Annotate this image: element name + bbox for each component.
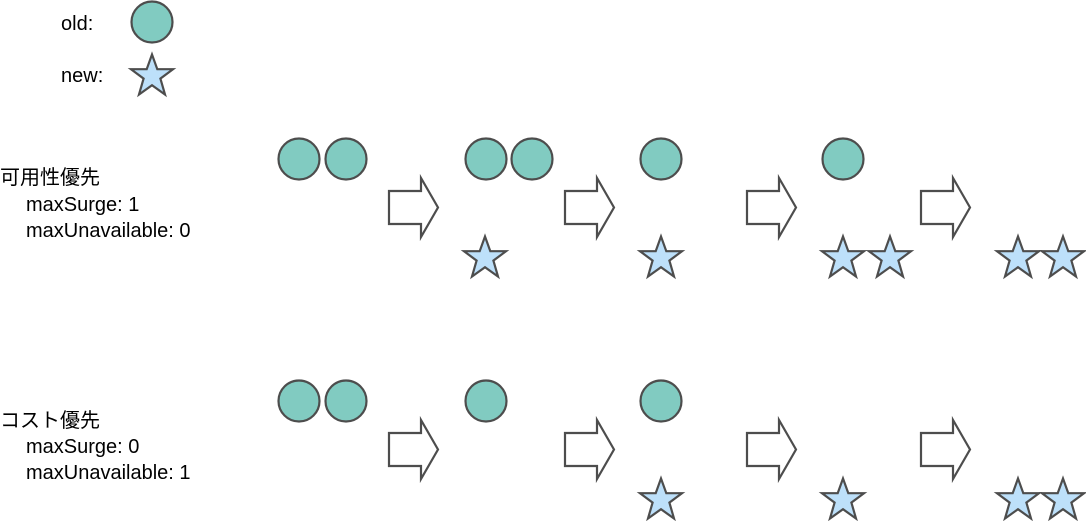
arrow-right-icon xyxy=(919,176,972,239)
legend-old-circle-icon xyxy=(130,0,174,44)
arrow-right-icon xyxy=(745,176,798,239)
new-pod-star-icon xyxy=(638,235,684,278)
old-pod-circle-icon xyxy=(639,137,683,181)
arrow-right-icon xyxy=(387,418,440,481)
step-0 xyxy=(277,137,368,181)
arrow-right-icon xyxy=(563,418,616,481)
new-pod-star-icon xyxy=(462,235,508,278)
arrow-right-icon xyxy=(919,418,972,481)
new-pod-star-icon xyxy=(1040,235,1086,278)
scenario-cost-flow xyxy=(277,379,1086,520)
step-4 xyxy=(995,477,1086,520)
legend-new-label: new: xyxy=(61,65,104,87)
scenario-availability-flow xyxy=(277,137,1086,278)
max-unavailable-text: maxUnavailable: 1 xyxy=(26,462,191,484)
step-2 xyxy=(638,137,684,278)
legend-new-star-icon xyxy=(129,53,175,96)
step-3 xyxy=(820,477,866,520)
new-pod-star-icon xyxy=(820,477,866,520)
arrow-right-icon xyxy=(387,176,440,239)
new-pod-star-icon xyxy=(995,235,1041,278)
step-1 xyxy=(464,379,508,423)
old-pod-circle-icon xyxy=(464,379,508,423)
arrow-right-icon xyxy=(745,418,798,481)
step-4 xyxy=(995,235,1086,278)
new-pod-star-icon xyxy=(867,235,913,278)
new-pod-star-icon xyxy=(995,477,1041,520)
legend-old-label: old: xyxy=(61,13,94,35)
old-pod-circle-icon xyxy=(821,137,865,181)
arrow-right-icon xyxy=(563,176,616,239)
new-pod-star-icon xyxy=(638,477,684,520)
old-pod-circle-icon xyxy=(324,379,368,423)
step-2 xyxy=(638,379,684,520)
step-1 xyxy=(462,137,554,278)
old-pod-circle-icon xyxy=(277,379,321,423)
step-3 xyxy=(820,137,913,278)
max-unavailable-text: maxUnavailable: 0 xyxy=(26,220,191,242)
max-surge-text: maxSurge: 0 xyxy=(26,436,140,458)
max-surge-text: maxSurge: 1 xyxy=(26,194,140,216)
old-pod-circle-icon xyxy=(639,379,683,423)
old-pod-circle-icon xyxy=(277,137,321,181)
new-pod-star-icon xyxy=(1040,477,1086,520)
scenario-title: 可用性優先 xyxy=(0,167,100,189)
new-pod-star-icon xyxy=(820,235,866,278)
old-pod-circle-icon xyxy=(324,137,368,181)
scenario-title: コスト優先 xyxy=(0,410,100,432)
old-pod-circle-icon xyxy=(464,137,508,181)
old-pod-circle-icon xyxy=(510,137,554,181)
step-0 xyxy=(277,379,368,423)
